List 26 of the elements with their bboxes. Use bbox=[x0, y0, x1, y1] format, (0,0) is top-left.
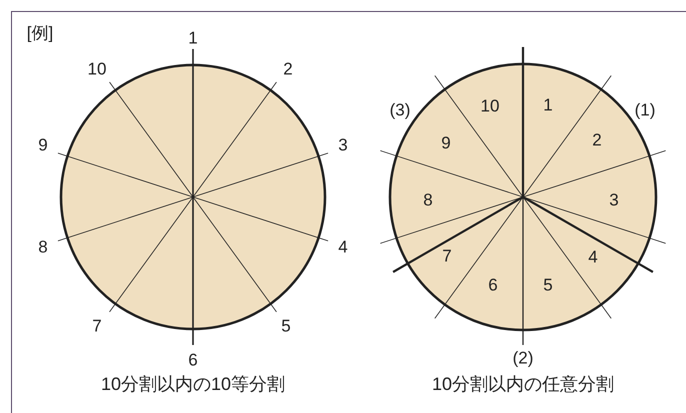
section-number: 8 bbox=[38, 238, 48, 256]
point-label: (1) bbox=[634, 102, 656, 118]
section-number: 2 bbox=[283, 60, 293, 78]
section-number: 6 bbox=[488, 276, 498, 294]
section-number: 10 bbox=[88, 60, 106, 78]
section-number: 3 bbox=[338, 136, 348, 154]
section-number: 1 bbox=[543, 96, 553, 114]
section-number: 7 bbox=[442, 248, 452, 264]
section-number: 5 bbox=[543, 276, 553, 294]
section-number: 4 bbox=[338, 238, 348, 256]
caption: 10分割以内の任意分割 bbox=[432, 375, 614, 393]
caption: 10分割以内の10等分割 bbox=[100, 375, 286, 393]
section-number: 9 bbox=[441, 134, 451, 152]
section-number: 9 bbox=[38, 136, 48, 154]
section-number: 10 bbox=[480, 98, 500, 114]
heading: [例] bbox=[26, 24, 54, 42]
section-number: 6 bbox=[188, 352, 198, 368]
section-number: 4 bbox=[588, 248, 598, 266]
point-label: (2) bbox=[512, 350, 534, 366]
point-label: (3) bbox=[390, 102, 410, 118]
section-number: 5 bbox=[281, 318, 291, 334]
section-number: 8 bbox=[423, 192, 433, 208]
section-number: 2 bbox=[592, 132, 602, 148]
section-number: 7 bbox=[92, 318, 102, 334]
section-number: 3 bbox=[609, 192, 619, 208]
section-number: 1 bbox=[188, 30, 198, 46]
